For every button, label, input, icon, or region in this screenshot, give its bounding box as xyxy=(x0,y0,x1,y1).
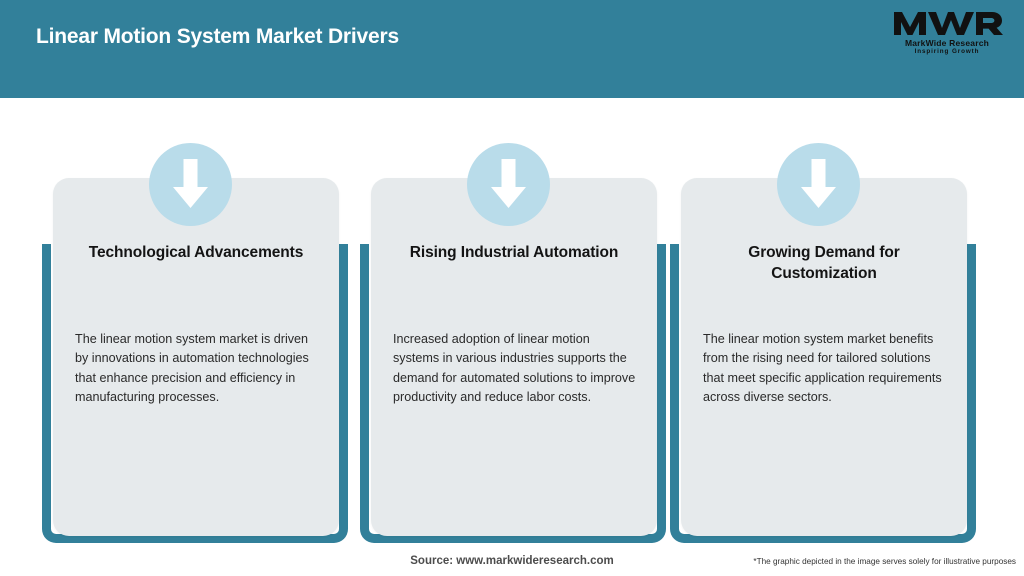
driver-card[interactable]: Growing Demand for Customization The lin… xyxy=(681,178,967,536)
logo-tagline: Inspiring Growth xyxy=(914,48,980,55)
down-arrow-icon xyxy=(173,159,208,208)
card-body: The linear motion system market benefits… xyxy=(703,332,942,405)
driver-column-2: Rising Industrial Automation Increased a… xyxy=(360,98,666,576)
down-arrow-badge xyxy=(777,143,860,226)
card-frame xyxy=(42,244,348,543)
card-frame xyxy=(670,244,976,543)
mwr-logo-icon xyxy=(894,12,1003,35)
down-arrow-icon xyxy=(801,159,836,208)
driver-column-3: Growing Demand for Customization The lin… xyxy=(670,98,976,576)
page-title: Linear Motion System Market Drivers xyxy=(36,25,399,48)
card-title: Growing Demand for Customization xyxy=(748,244,900,282)
down-arrow-badge xyxy=(149,143,232,226)
down-arrow-badge xyxy=(467,143,550,226)
down-arrow-icon xyxy=(491,159,526,208)
card-body: Increased adoption of linear motion syst… xyxy=(393,332,636,405)
driver-column-1: Technological Advancements The linear mo… xyxy=(42,98,348,576)
disclaimer-note: *The graphic depicted in the image serve… xyxy=(753,557,1016,566)
brand-logo: MarkWide Research Inspiring Growth xyxy=(888,8,1006,58)
driver-card-group: Technological Advancements The linear mo… xyxy=(0,98,1024,576)
card-frame xyxy=(360,244,666,543)
driver-card[interactable]: Rising Industrial Automation Increased a… xyxy=(371,178,657,536)
driver-card[interactable]: Technological Advancements The linear mo… xyxy=(53,178,339,536)
card-title: Rising Industrial Automation xyxy=(409,244,619,261)
card-title: Technological Advancements xyxy=(88,244,304,261)
card-body: The linear motion system market is drive… xyxy=(75,332,309,405)
source-label: Source: www.markwideresearch.com xyxy=(410,555,614,567)
header-bar: Linear Motion System Market Drivers Mark… xyxy=(0,0,1024,98)
logo-name: MarkWide Research xyxy=(904,38,990,48)
